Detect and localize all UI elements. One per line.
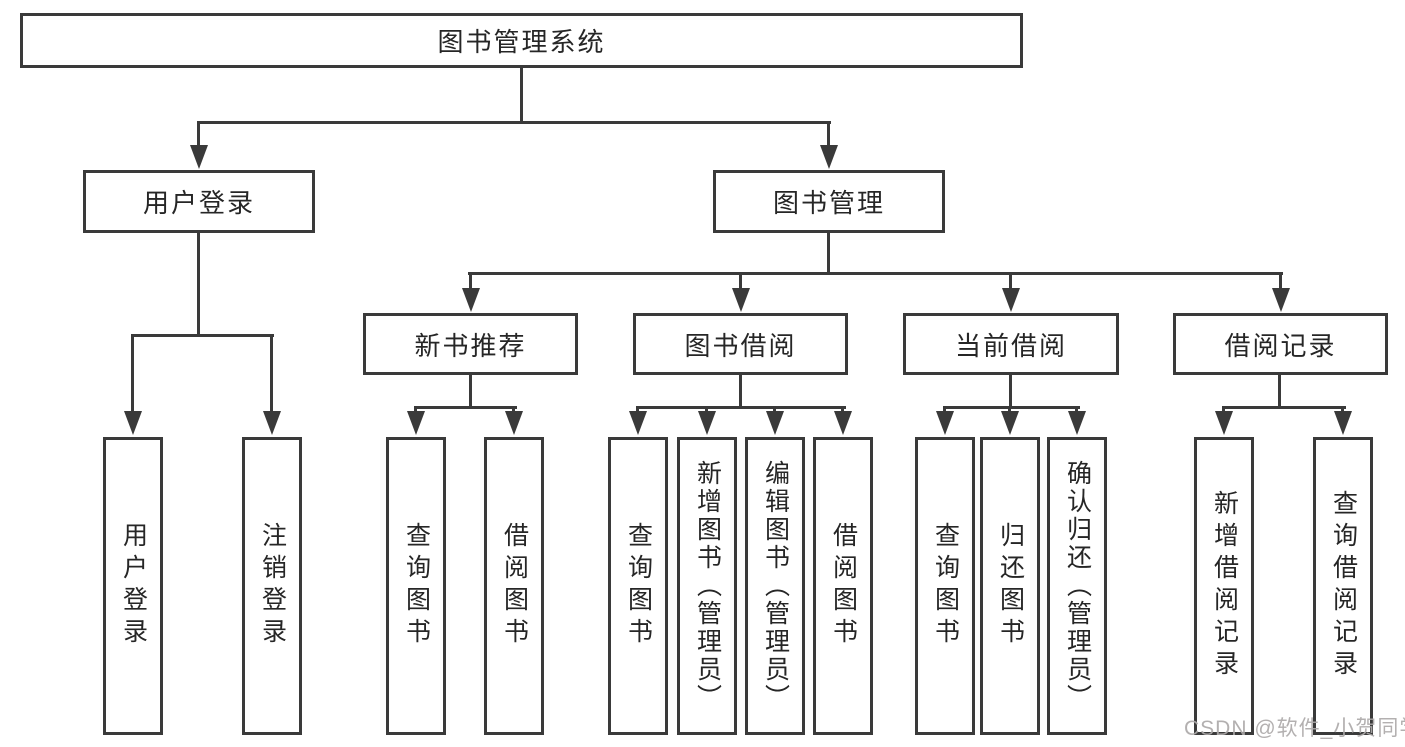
leaf-return-book: 归还图书	[980, 437, 1040, 735]
node-borrowing-records-label: 借阅记录	[1224, 330, 1337, 361]
leaf-edit-book-admin: 编辑图书（管理员）	[745, 437, 805, 735]
arrowhead-borrowrecords	[1272, 288, 1290, 312]
connector-borrowrecords-down	[1278, 374, 1281, 409]
leaf-add-borrow-record: 新增借阅记录	[1194, 437, 1254, 735]
node-book-borrowing: 图书借阅	[633, 313, 848, 375]
connector-bookborrow-down	[739, 374, 742, 409]
connector-leaf-bradd-stem	[1222, 406, 1225, 413]
connector-root-bar	[197, 121, 831, 124]
node-current-borrowing-label: 当前借阅	[954, 330, 1067, 361]
leaf-query-books-borrowing-label: 查询图书	[624, 522, 653, 650]
node-current-borrowing: 当前借阅	[903, 313, 1119, 375]
node-user-login-label: 用户登录	[142, 188, 255, 218]
leaf-query-borrow-record: 查询借阅记录	[1313, 437, 1373, 735]
csdn-watermark: CSDN @软件_小贺同学	[1184, 717, 1405, 740]
arrowhead-leaf-logout	[263, 411, 281, 435]
arrowhead-bookmgmt	[820, 145, 838, 169]
node-book-management-label: 图书管理	[772, 188, 885, 218]
connector-currentborrow-down	[1009, 374, 1012, 409]
arrowhead-leaf-bbborrow	[834, 411, 852, 435]
connector-bookborrow-stem	[739, 272, 742, 288]
connector-newbook-bar	[414, 406, 517, 409]
leaf-query-books-current-label: 查询图书	[931, 522, 960, 650]
node-new-book-recommend-label: 新书推荐	[414, 330, 527, 361]
arrowhead-leaf-userlogin	[124, 411, 142, 435]
node-book-management: 图书管理	[713, 170, 945, 233]
arrowhead-leaf-bbedit	[766, 411, 784, 435]
leaf-return-book-label: 归还图书	[996, 522, 1025, 650]
leaf-query-books-current: 查询图书	[915, 437, 975, 735]
connector-userlogin-stem	[197, 121, 200, 145]
connector-leaf-bbquery-stem	[636, 406, 639, 413]
leaf-confirm-return-admin: 确认归还（管理员）	[1047, 437, 1107, 735]
arrowhead-leaf-bbadd	[698, 411, 716, 435]
arrowhead-bookborrow	[732, 288, 750, 312]
connector-leaf-cbreturn-stem	[1008, 406, 1011, 413]
connector-level3-bar	[468, 272, 1283, 275]
node-library-management-system-label: 图书管理系统	[437, 27, 606, 57]
node-new-book-recommend: 新书推荐	[363, 313, 578, 375]
connector-newbook-stem	[469, 272, 472, 288]
connector-bookmgmt-down	[827, 231, 830, 275]
node-user-login: 用户登录	[83, 170, 315, 233]
connector-leaf-bbadd-stem	[705, 406, 708, 413]
connector-leaf-bbedit-stem	[773, 406, 776, 413]
arrowhead-leaf-bbquery	[629, 411, 647, 435]
leaf-add-borrow-record-label: 新增借阅记录	[1210, 490, 1239, 682]
leaf-borrow-books-newbook-label: 借阅图书	[500, 522, 529, 650]
leaf-confirm-return-admin-label: 确认归还（管理员）	[1063, 460, 1092, 712]
connector-leaf-cbquery-stem	[943, 406, 946, 413]
arrowhead-leaf-cbquery	[936, 411, 954, 435]
leaf-query-borrow-record-label: 查询借阅记录	[1329, 490, 1358, 682]
arrowhead-leaf-cbreturn	[1001, 411, 1019, 435]
arrowhead-currentborrow	[1002, 288, 1020, 312]
leaf-borrow-books-borrowing-label: 借阅图书	[829, 522, 858, 650]
connector-leaf-userlogin-stem	[131, 334, 134, 411]
arrowhead-leaf-nbborrow	[505, 411, 523, 435]
node-borrowing-records: 借阅记录	[1173, 313, 1388, 375]
leaf-borrow-books-newbook: 借阅图书	[484, 437, 544, 735]
connector-userlogin-down	[197, 233, 200, 337]
connector-bookmgmt-stem	[827, 121, 830, 145]
arrowhead-leaf-bradd	[1215, 411, 1233, 435]
leaf-query-books-borrowing: 查询图书	[608, 437, 668, 735]
connector-newbook-down	[469, 374, 472, 409]
leaf-add-book-admin-label: 新增图书（管理员）	[693, 460, 722, 712]
connector-leaf-cbconfirm-stem	[1075, 406, 1078, 413]
leaf-user-login-label: 用户登录	[119, 522, 148, 650]
connector-leaf-brquery-stem	[1341, 406, 1344, 413]
arrowhead-leaf-brquery	[1334, 411, 1352, 435]
leaf-logout: 注销登录	[242, 437, 302, 735]
connector-leaf-bbborrow-stem	[841, 406, 844, 413]
connector-borrowrecords-stem	[1279, 272, 1282, 288]
node-library-management-system: 图书管理系统	[20, 13, 1023, 68]
arrowhead-newbook	[462, 288, 480, 312]
arrowhead-leaf-cbconfirm	[1068, 411, 1086, 435]
node-book-borrowing-label: 图书借阅	[684, 330, 797, 361]
connector-currentborrow-stem	[1009, 272, 1012, 288]
leaf-borrow-books-borrowing: 借阅图书	[813, 437, 873, 735]
connector-leaf-nbborrow-stem	[512, 406, 515, 413]
leaf-edit-book-admin-label: 编辑图书（管理员）	[761, 460, 790, 712]
connector-userlogin-bar	[131, 334, 274, 337]
connector-borrowrecords-bar	[1222, 406, 1346, 409]
leaf-logout-label: 注销登录	[258, 522, 287, 650]
arrowhead-userlogin	[190, 145, 208, 169]
leaf-query-books-newbook-label: 查询图书	[402, 522, 431, 650]
connector-leaf-nbquery-stem	[414, 406, 417, 413]
leaf-query-books-newbook: 查询图书	[386, 437, 446, 735]
connector-currentborrow-bar	[943, 406, 1080, 409]
leaf-user-login: 用户登录	[103, 437, 163, 735]
connector-root-stem	[520, 68, 523, 121]
leaf-add-book-admin: 新增图书（管理员）	[677, 437, 737, 735]
connector-bookborrow-bar	[636, 406, 846, 409]
arrowhead-leaf-nbquery	[407, 411, 425, 435]
connector-leaf-logout-stem	[270, 334, 273, 411]
